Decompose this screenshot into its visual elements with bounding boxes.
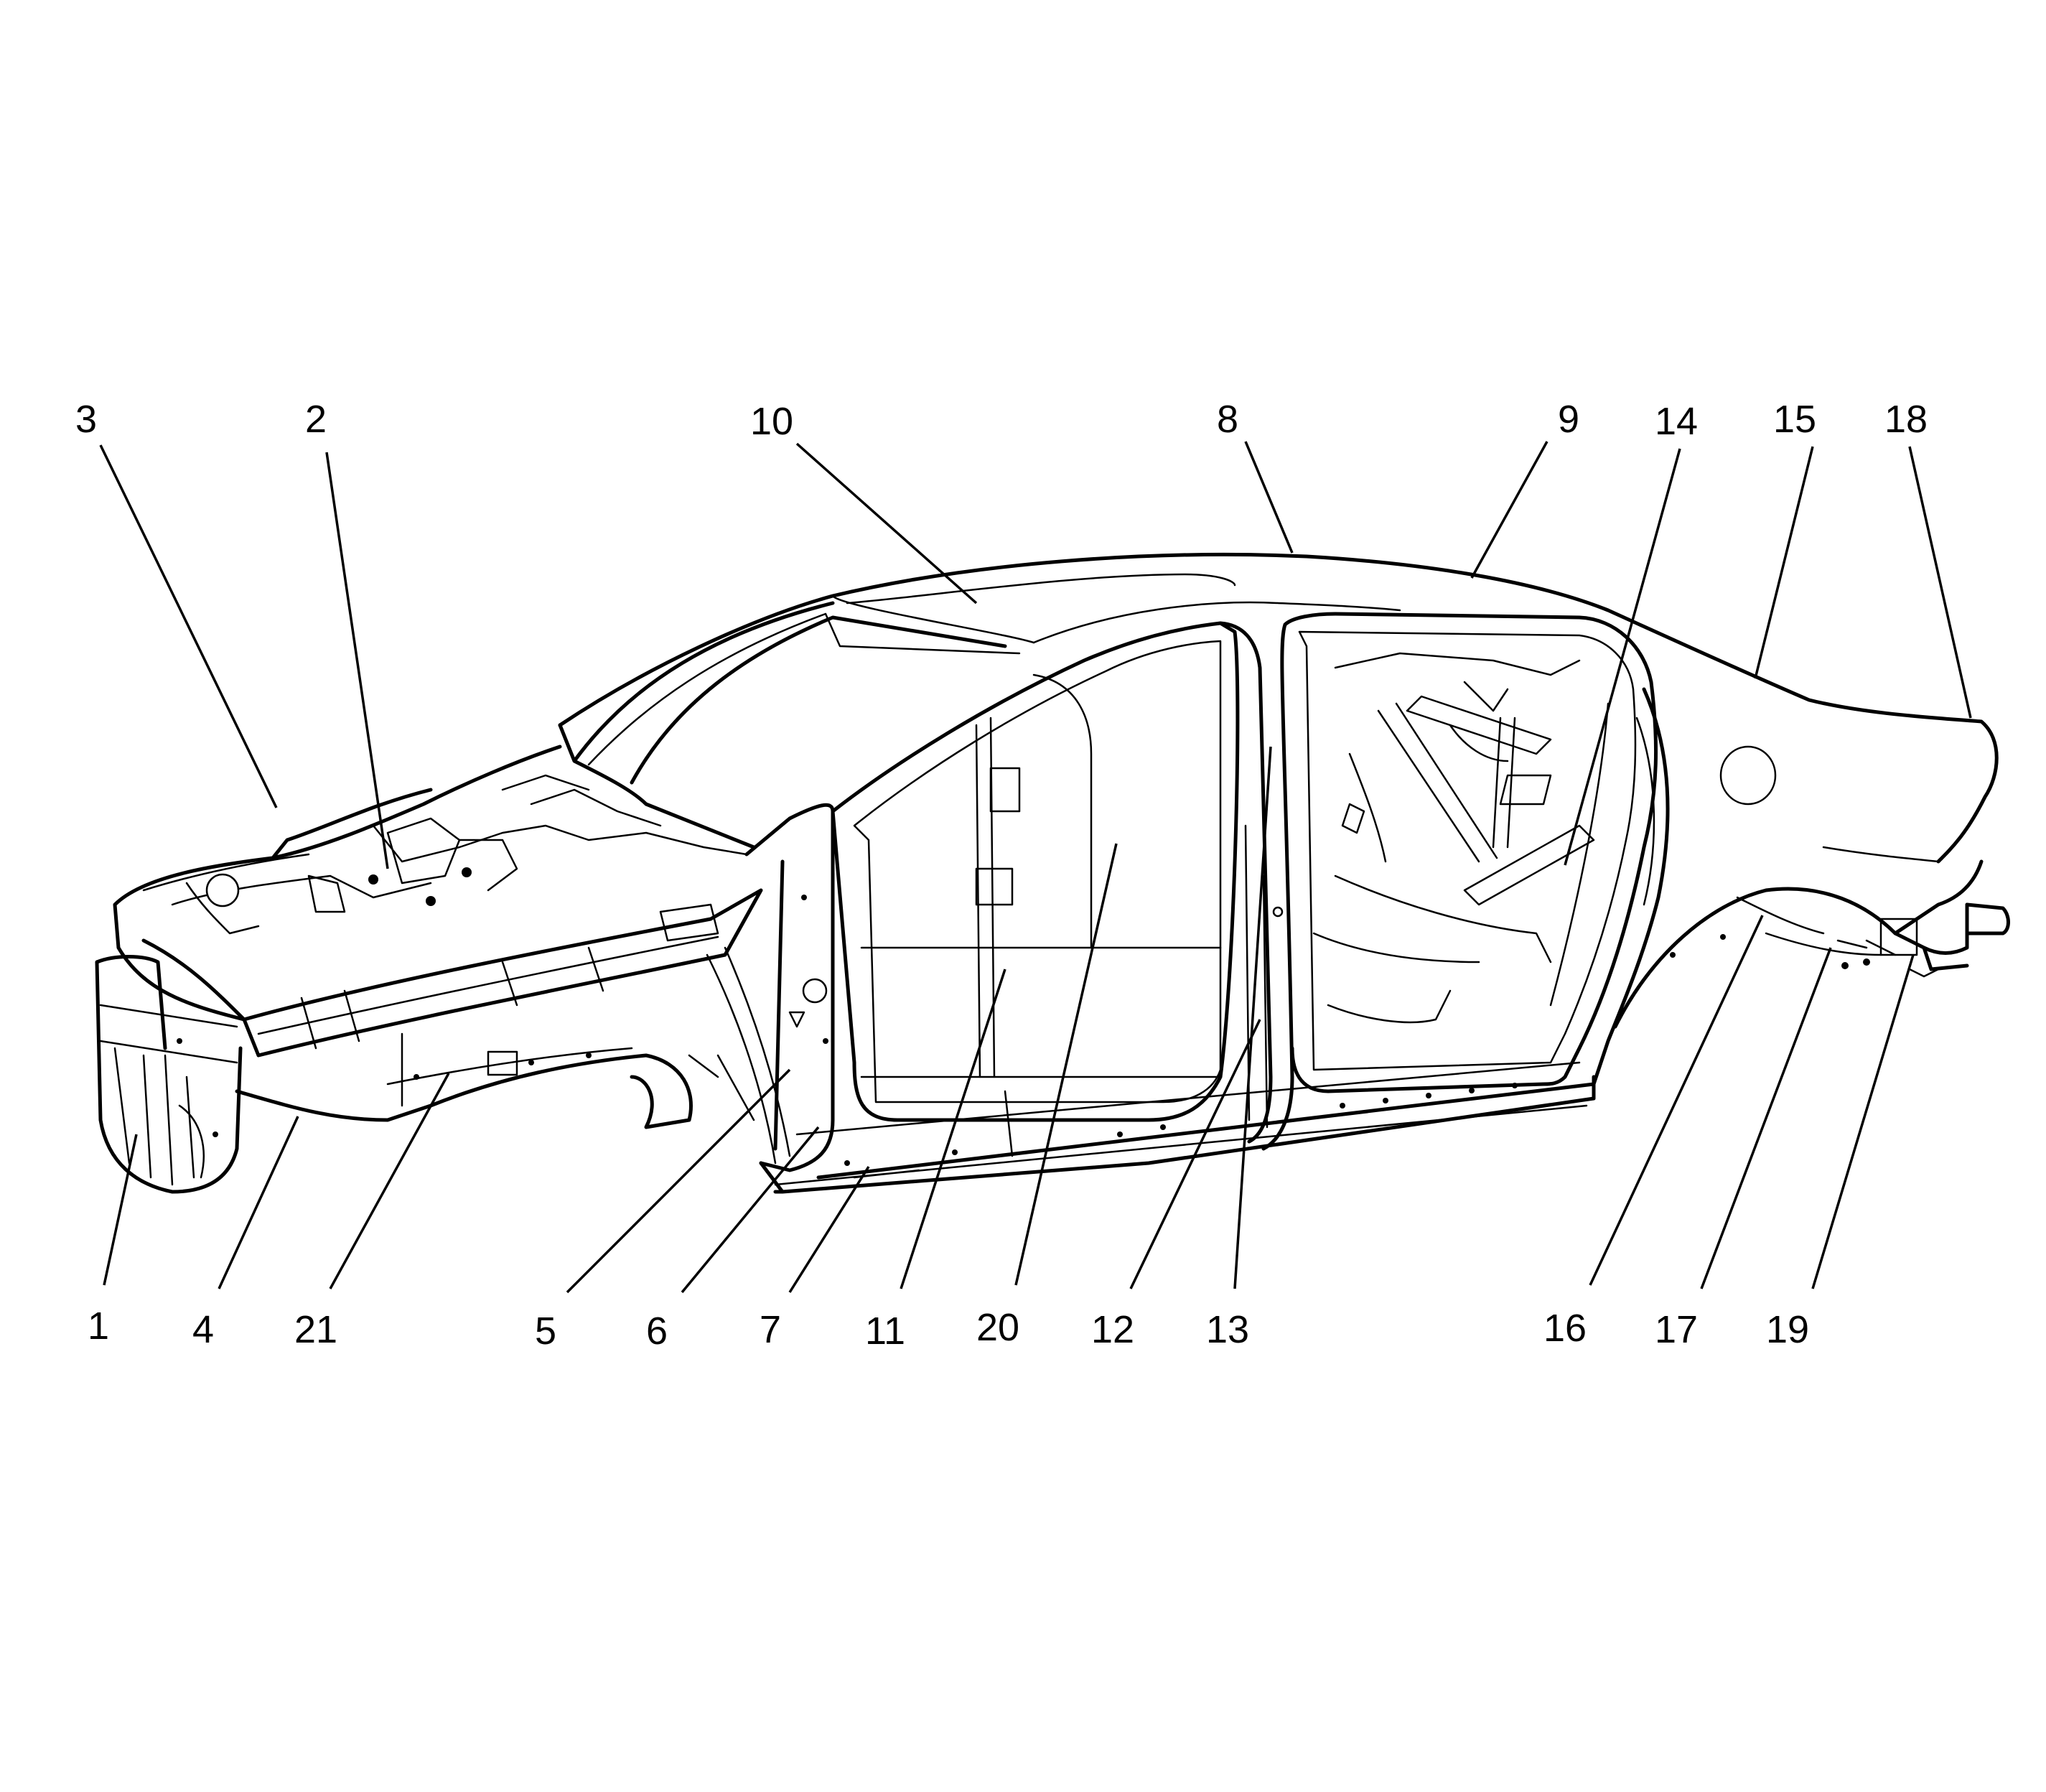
front-door-opening (831, 621, 1240, 1122)
callout-16: 16 (1543, 1307, 1587, 1350)
engine-compartment-detail (185, 774, 662, 935)
quarter-panel (1592, 687, 1984, 1086)
callout-21: 21 (294, 1308, 337, 1351)
radiator-support (95, 955, 243, 1194)
front-lower-rail (235, 1053, 693, 1129)
callout-1: 1 (88, 1305, 109, 1348)
callout-2: 2 (305, 398, 327, 441)
callout-19: 19 (1766, 1308, 1809, 1351)
rear-end-panel (1893, 902, 1969, 971)
callout-3: 3 (75, 398, 97, 441)
car-body-in-white-drawing (95, 552, 2010, 1194)
rear-door-opening (1283, 612, 1658, 1093)
leader-9 (1470, 441, 1548, 579)
callout-11: 11 (865, 1310, 905, 1353)
leader-11 (900, 969, 1006, 1289)
callout-12: 12 (1091, 1308, 1134, 1351)
callout-8: 8 (1217, 398, 1238, 441)
callout-9: 9 (1558, 398, 1579, 441)
leader-17 (1700, 947, 1832, 1289)
leader-5 (566, 1068, 791, 1294)
leader-8 (1244, 441, 1294, 554)
callout-14: 14 (1655, 400, 1698, 443)
callout-15: 15 (1773, 398, 1816, 441)
rear-interior-braces (1312, 652, 1595, 1024)
leader-20 (1014, 843, 1118, 1286)
callout-10: 10 (750, 400, 793, 443)
leader-14 (1564, 448, 1681, 866)
leader-16 (1589, 915, 1764, 1286)
callout-4: 4 (192, 1308, 214, 1351)
callout-6: 6 (646, 1310, 668, 1353)
leader-4 (218, 1116, 299, 1289)
leader-12 (1129, 1019, 1261, 1289)
tow-hook-stub (1965, 902, 2010, 935)
callout-leader-lines (99, 441, 1972, 1294)
leader-3 (99, 444, 278, 808)
callout-18: 18 (1884, 398, 1928, 441)
callout-20: 20 (976, 1306, 1019, 1349)
leader-21 (329, 1073, 450, 1289)
front-upper-rail (141, 888, 763, 1058)
fuel-filler-door (1719, 745, 1777, 806)
leader-2 (325, 452, 389, 869)
hinge-pillar (744, 803, 835, 1172)
windshield-frame (558, 601, 1007, 849)
leader-19 (1811, 954, 1915, 1289)
leader-13 (1233, 746, 1272, 1289)
leader-18 (1908, 446, 1972, 719)
callout-numbers: 1 2 3 4 5 6 7 8 9 10 11 12 13 14 15 16 1… (75, 398, 1928, 1353)
leader-10 (795, 442, 978, 605)
leader-7 (788, 1166, 870, 1293)
weld-spot-dots (177, 895, 1726, 1166)
leader-15 (1754, 446, 1814, 679)
callout-17: 17 (1655, 1308, 1698, 1351)
leader-1 (103, 1134, 138, 1286)
callout-13: 13 (1206, 1308, 1249, 1351)
callout-5: 5 (535, 1310, 556, 1353)
b-pillar (1218, 621, 1294, 1151)
roof-outline (558, 552, 1999, 864)
callout-7: 7 (760, 1308, 781, 1351)
leader-6 (681, 1126, 820, 1294)
